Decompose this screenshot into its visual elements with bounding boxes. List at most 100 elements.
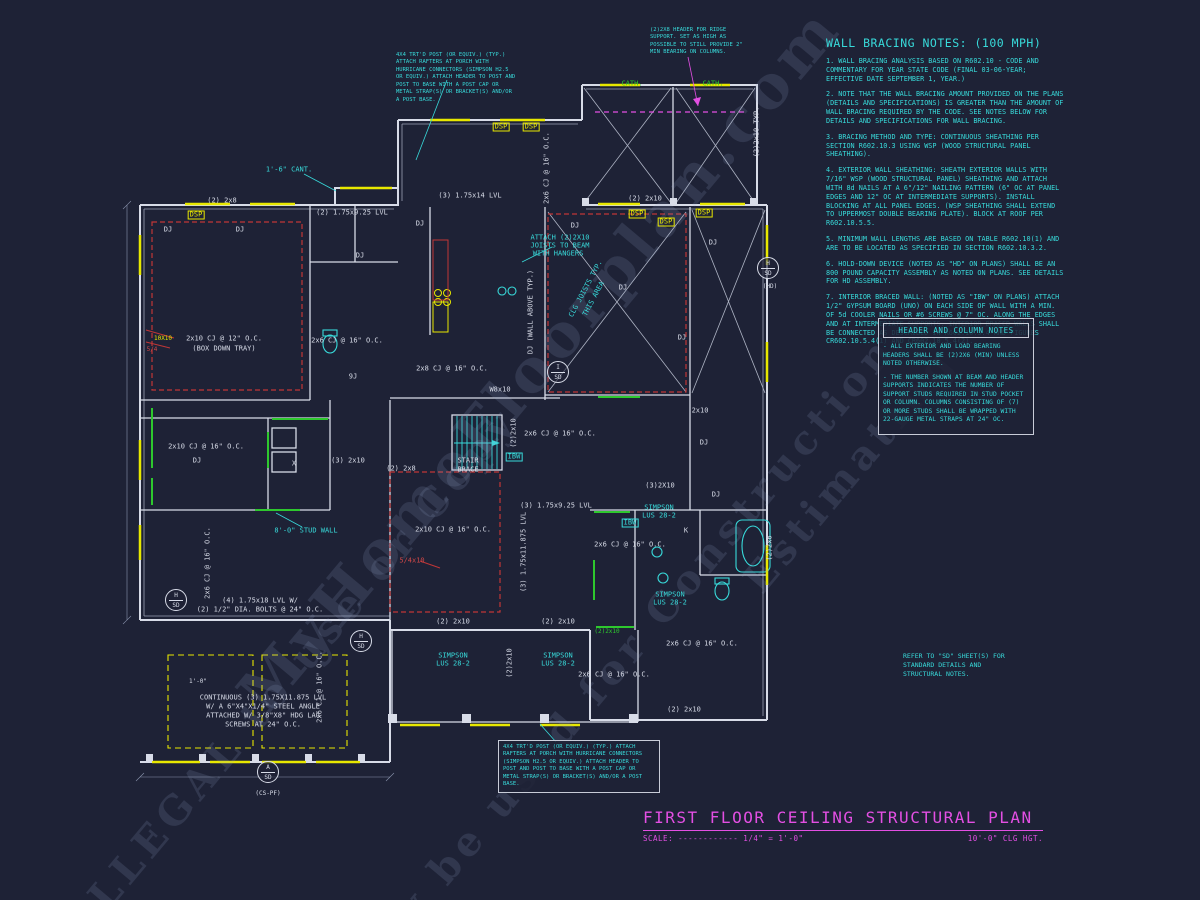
- appliance-symbol: [271, 427, 297, 449]
- plumbing-fixtures: [322, 286, 771, 601]
- plan-label: SIMPSON: [644, 503, 674, 512]
- cyan-leaders: [275, 79, 557, 743]
- plan-label: DJ: [708, 238, 718, 247]
- red-dashed-zones: [151, 213, 687, 613]
- sd-marker-letter: A: [261, 763, 275, 773]
- plan-label: (2) 2x10: [541, 617, 575, 626]
- red-leaders: [145, 329, 441, 569]
- plan-label: WITH HANGERS: [532, 249, 584, 258]
- wall-bracing-items: 1. WALL BRACING ANALYSIS BASED ON R602.1…: [826, 57, 1066, 346]
- wall-bracing-note-item: 3. BRACING METHOD AND TYPE: CONTINUOUS S…: [826, 132, 1039, 159]
- plan-label: 1'-0": [188, 678, 208, 685]
- plan-label: DSP: [628, 209, 646, 219]
- header-column-notes-title: HEADER AND COLUMN NOTES: [883, 323, 1029, 338]
- plan-label: SCREWS AT 24" O.C.: [225, 720, 301, 729]
- plan-label: 5/4x10: [399, 556, 425, 565]
- ridge-line: [595, 56, 748, 113]
- plan-label: (CS-PF): [255, 790, 281, 797]
- sink-symbol: [657, 572, 669, 584]
- plan-label: SIMPSON: [543, 651, 573, 660]
- plan-label: DSP: [657, 217, 675, 227]
- wall-inner-faces: [143, 88, 764, 716]
- sink-symbol: [651, 546, 663, 558]
- plan-label: 1'-6" CANT.: [265, 165, 313, 174]
- sd-marker-sheet: SD: [172, 601, 180, 609]
- toilet-symbol: [714, 577, 730, 601]
- plan-label: (HD): [762, 283, 778, 290]
- plan-label: DJ: [163, 225, 173, 234]
- plan-label: SIMPSON: [655, 590, 685, 599]
- post-symbols: [146, 198, 757, 761]
- plan-label: LUS 28-2: [653, 598, 687, 607]
- wall-bracing-note-item: 1. WALL BRACING ANALYSIS BASED ON R602.1…: [826, 57, 1039, 83]
- plan-label: (2) 1.75x9.25 LVL: [316, 208, 388, 217]
- sd-reference-note: REFER TO "SD" SHEET(S) FOR STANDARD DETA…: [903, 652, 1005, 678]
- sheet-title: FIRST FLOOR CEILING STRUCTURAL PLAN: [643, 808, 1043, 831]
- plan-label: JOISTS TO BEAM: [530, 241, 590, 250]
- plan-label: STAIR: [457, 456, 479, 465]
- plan-label: LUS 28-2: [541, 659, 575, 668]
- wall-bracing-note-item: 6. HOLD-DOWN DEVICE (NOTED AS "HD" ON PL…: [826, 259, 1064, 286]
- plan-label: 2x6 CJ @ 16" O.C.: [594, 540, 666, 549]
- wall-bracing-note-item: 2. NOTE THAT THE WALL BRACING AMOUNT PRO…: [826, 90, 1064, 125]
- plan-label: W/ A 6"X4"X1/4" STEEL ANGLE: [206, 702, 320, 711]
- appliance-symbol: [271, 451, 297, 473]
- plan-label: (BOX DOWN TRAY): [192, 344, 256, 353]
- plan-label: W8x10: [489, 385, 511, 394]
- plan-label: 2x6 CJ @ 16" O.C.: [666, 639, 738, 648]
- plan-label: (2) 2x8: [207, 196, 237, 205]
- plan-label: 2x10 CJ @ 16" O.C.: [415, 525, 491, 534]
- plan-label: DJ: [677, 333, 687, 342]
- plan-label: SIMPSON: [438, 651, 468, 660]
- plan-label: DJ: [355, 251, 365, 260]
- plan-label: CONTINUOUS (3) 1.75X11.875 LVL: [199, 693, 327, 702]
- plan-label: DJ: [711, 490, 721, 499]
- plan-label: (3) 1.75x9.25 LVL: [520, 501, 592, 510]
- plan-label: LUS 28-2: [436, 659, 470, 668]
- plan-label: DJ: [415, 219, 425, 228]
- plan-label: IBW: [505, 452, 523, 462]
- sd-marker-sheet: SD: [764, 269, 772, 277]
- stair-treads: [454, 416, 500, 469]
- plan-label: 10X10: [153, 335, 173, 342]
- header-column-note-item: - ALL EXTERIOR AND LOAD BEARING HEADERS …: [883, 343, 1020, 367]
- wall-bracing-notes: WALL BRACING NOTES: (100 MPH) 1. WALL BR…: [826, 36, 1066, 353]
- stove-symbol: [432, 239, 451, 333]
- post-note-top: 4X4 TRT'D POST (OR EQUIV.) (TYP.) ATTACH…: [396, 52, 516, 103]
- plan-label: (2) 2x10: [436, 617, 470, 626]
- plan-label: X: [291, 459, 297, 468]
- toilet-symbol: [322, 329, 338, 354]
- plan-label: 2x6 CJ @ 16" O.C.: [578, 670, 650, 679]
- plan-label: 2x10 CJ @ 16" O.C.: [168, 442, 244, 451]
- plan-label: CATH.: [702, 79, 724, 88]
- plan-label: DJ: [570, 221, 580, 230]
- plan-label: CATH.: [621, 79, 643, 88]
- plan-label: 9J: [348, 372, 358, 381]
- plan-label: DJ: [699, 438, 709, 447]
- plan-label: LUS 28-2: [642, 511, 676, 520]
- plan-label: DSP: [522, 122, 540, 132]
- post-note-bottom: 4X4 TRT'D POST (OR EQUIV.) (TYP.) ATTACH…: [498, 740, 660, 793]
- ceiling-diagonals: [547, 87, 766, 394]
- plan-label: (3)2X10: [645, 481, 675, 490]
- sink-symbol: [507, 286, 517, 296]
- wall-bracing-title: WALL BRACING NOTES: (100 MPH): [826, 36, 1042, 50]
- scale-label: SCALE: ------------ 1/4" = 1'-0": [643, 834, 804, 843]
- plan-label: (3) 1.75x14 LVL: [438, 191, 502, 200]
- braced-wall-panels: [151, 396, 640, 628]
- sd-marker-sheet: SD: [264, 773, 272, 781]
- plan-label: (2) 2x10: [628, 194, 662, 203]
- plan-label: DJ: [235, 225, 245, 234]
- plan-label: DSP: [492, 122, 510, 132]
- bathtub-symbol: [735, 519, 771, 573]
- plan-label: 8'-0" STUD WALL: [274, 526, 338, 535]
- title-block: FIRST FLOOR CEILING STRUCTURAL PLAN SCAL…: [643, 808, 1043, 843]
- plan-label: K: [683, 526, 689, 535]
